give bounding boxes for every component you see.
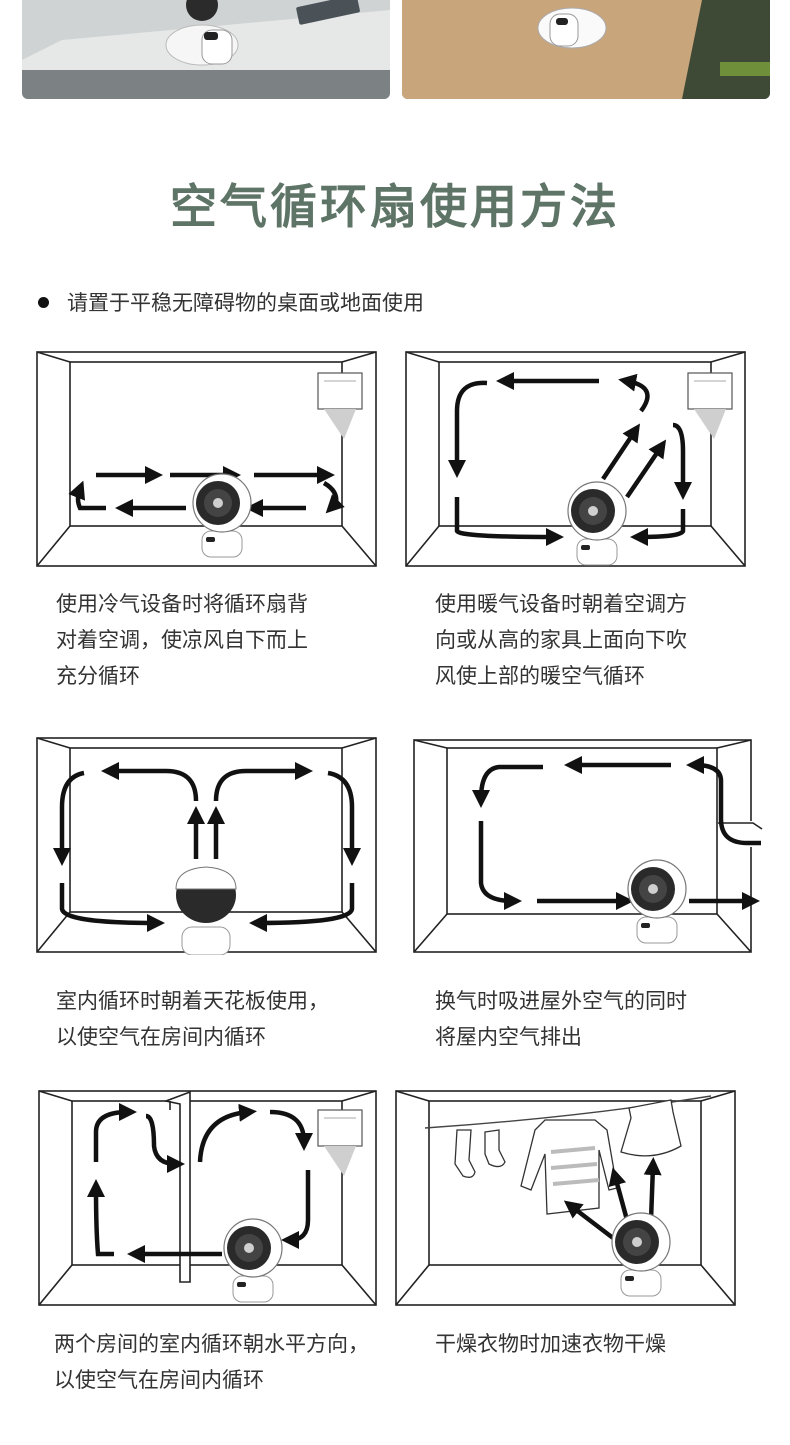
air-conditioner-icon: [687, 372, 733, 440]
diagram-ceiling: [36, 737, 378, 955]
bullet-icon: [38, 296, 49, 308]
fan-icon: [627, 859, 687, 944]
fan-icon: [175, 866, 237, 955]
caption-cool: 使用冷气设备时将循环扇背 对着空调，使凉风自下而上 充分循环: [56, 592, 308, 688]
fan-icon: [192, 473, 252, 558]
caption-two-rooms: 两个房间的室内循环朝水平方向， 以使空气在房间内循环: [54, 1332, 369, 1392]
diagram-two-rooms: [38, 1090, 378, 1308]
caption-ventilate: 换气时吸进屋外空气的同时 将屋内空气排出: [435, 989, 687, 1049]
caption-ceiling: 室内循环时朝着天花板使用， 以使空气在房间内循环: [56, 989, 329, 1049]
fan-icon: [611, 1212, 671, 1297]
usage-note: 请置于平稳无障碍物的桌面或地面使用: [38, 287, 424, 317]
caption-warm: 使用暖气设备时朝着空调方 向或从高的家具上面向下吹 风使上部的暖空气循环: [435, 592, 687, 688]
diagram-cool: [36, 351, 378, 569]
fan-icon: [223, 1218, 283, 1303]
photo-desk-office: [22, 0, 390, 99]
diagram-laundry: [395, 1090, 737, 1308]
fan-icon: [567, 481, 627, 566]
caption-laundry: 干燥衣物时加速衣物干燥: [435, 1332, 666, 1356]
clothes-icon: [454, 1099, 682, 1215]
air-conditioner-icon: [317, 372, 363, 440]
diagram-warm: [405, 351, 747, 569]
photo-dining-table: [402, 0, 770, 99]
page-title: 空气循环扇使用方法: [170, 180, 620, 235]
air-conditioner-icon: [317, 1109, 363, 1177]
diagram-ventilate: [413, 739, 763, 955]
usage-note-text: 请置于平稳无障碍物的桌面或地面使用: [67, 291, 424, 315]
